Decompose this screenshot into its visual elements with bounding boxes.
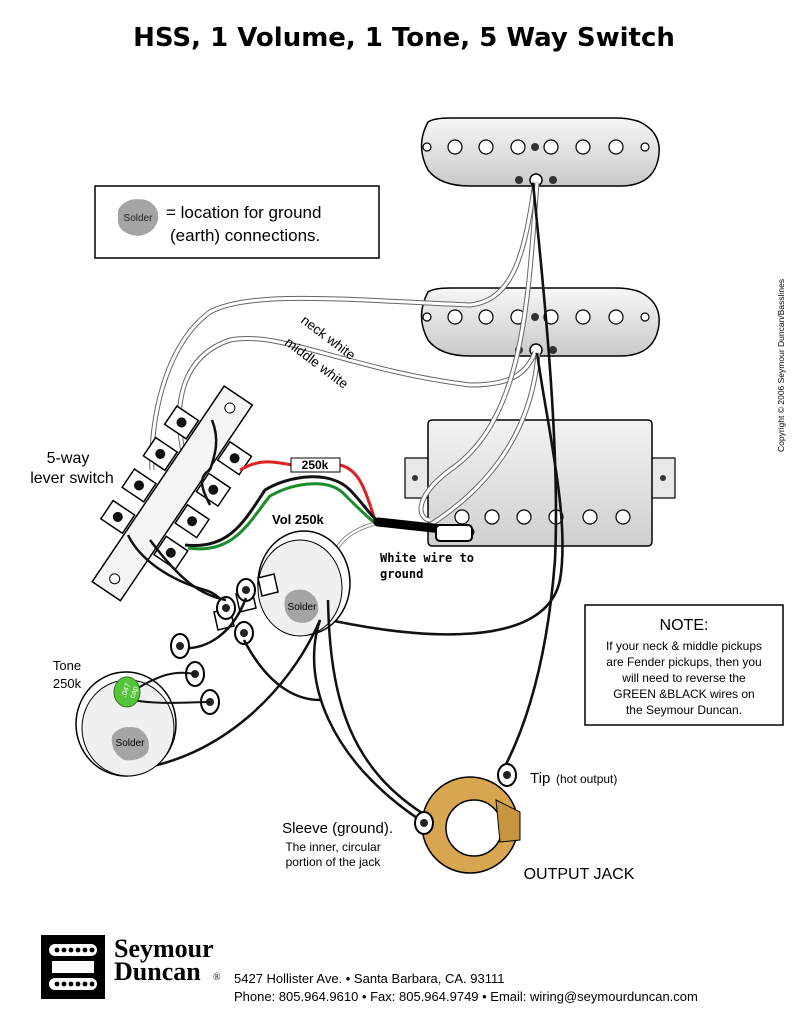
resistor: 250k [290,457,341,473]
sleeve-note-line1: The inner, circular [285,840,380,854]
white-wire-label-line1: White wire to [380,551,474,565]
note-line1: If your neck & middle pickups [606,639,762,653]
brand-line1: Seymour [114,934,214,963]
switch-label-line2: lever switch [30,470,114,487]
red-green-wires [184,460,380,551]
legend-solder-label: Solder [124,213,154,224]
brand-line2: Duncan [114,957,201,986]
tone-solder-label: Solder [116,738,146,749]
legend-text-line1: = location for ground [166,203,321,222]
footer: Seymour Duncan ® 5427 Hollister Ave. • S… [41,934,698,1004]
white-wire-label-line2: ground [380,567,423,581]
bridge-humbucker [404,419,676,547]
note-line5: the Seymour Duncan. [626,703,742,717]
note-box: NOTE: If your neck & middle pickups are … [584,604,784,726]
black-wires [319,182,564,773]
note-line3: will need to reverse the [621,671,746,685]
tone-pot: Solder .047 cap [75,633,220,777]
vol-solder-label: Solder [288,602,318,613]
copyright-text: Copyright © 2006 Seymour Duncan/Bassline… [776,279,786,452]
tip-label: Tip [530,770,550,787]
diagram-title: HSS, 1 Volume, 1 Tone, 5 Way Switch [133,23,675,53]
sleeve-label: Sleeve (ground). [282,820,393,837]
vol-label: Vol 250k [272,512,325,527]
footer-address: 5427 Hollister Ave. • Santa Barbara, CA.… [234,971,505,986]
tone-solder-blob [111,727,149,761]
switch-label-line1: 5-way [47,450,90,467]
tip-note: (hot output) [556,772,617,786]
resistor-label: 250k [302,458,329,472]
output-jack [326,599,521,874]
solder-blob-icon [118,199,159,236]
tone-label-line2: 250k [53,676,82,691]
five-way-switch [91,385,254,602]
ground-bundle [373,517,475,542]
middle-pickup [420,287,660,357]
note-line2: are Fender pickups, then you [606,655,761,669]
note-heading: NOTE: [660,617,709,634]
sleeve-note-line2: portion of the jack [286,855,382,869]
tone-label-line1: Tone [53,658,81,673]
footer-contact: Phone: 805.964.9610 • Fax: 805.964.9749 … [234,989,698,1004]
note-line4: GREEN &BLACK wires on [613,687,754,701]
legend-text-line2: (earth) connections. [170,226,320,245]
white-wires [149,181,541,616]
solder-legend: Solder = location for ground (earth) con… [94,185,380,259]
neck-pickup [420,117,660,187]
cap-label-line2: cap [127,685,140,699]
tone-capacitor [113,676,141,708]
output-jack-label: OUTPUT JACK [524,866,635,883]
brand-registered: ® [213,972,221,983]
vol-solder-blob [284,589,319,623]
